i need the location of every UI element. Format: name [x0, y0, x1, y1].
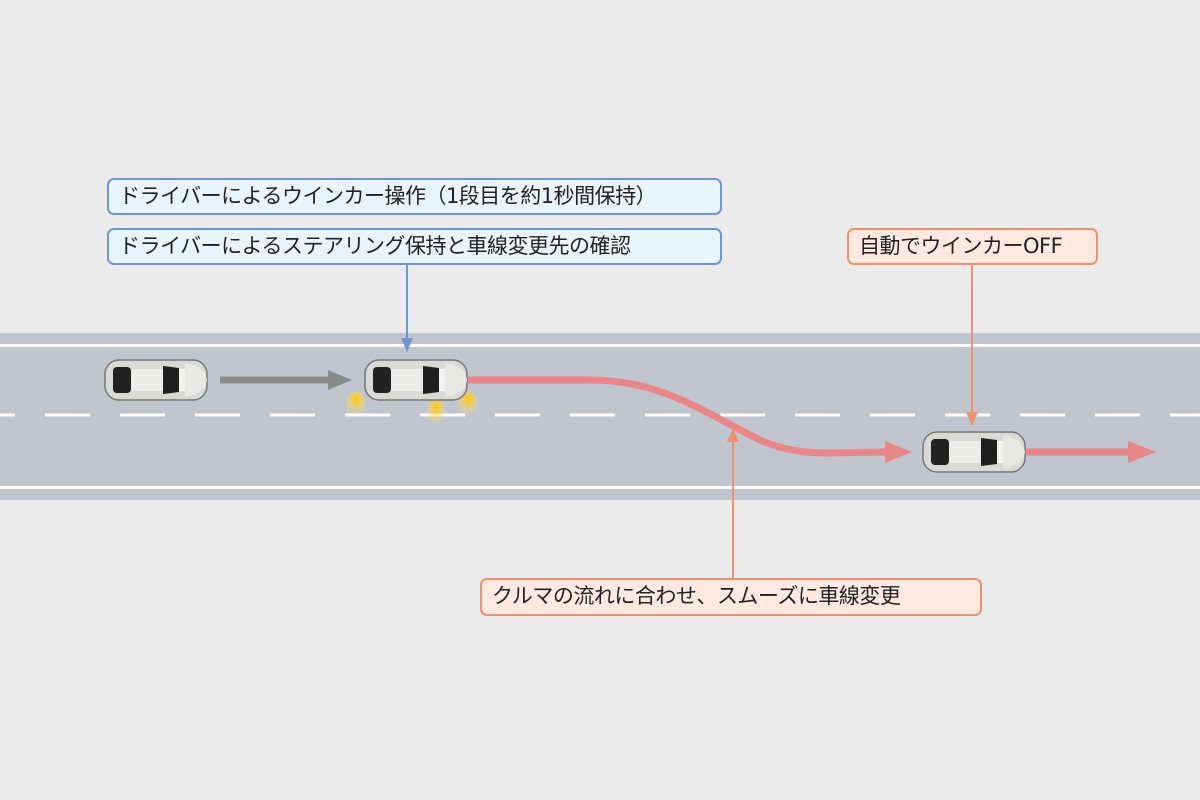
- callout-arrowhead-blue: [401, 338, 413, 352]
- label-auto-signal-off: 自動でウインカーOFF: [847, 228, 1098, 265]
- label-steering-check: ドライバーによるステアリング保持と車線変更先の確認: [107, 228, 722, 265]
- car-before: [104, 359, 208, 401]
- car-signaling: [346, 359, 478, 425]
- turn-signal-light-icon: [458, 392, 478, 416]
- car-after: [922, 431, 1026, 473]
- continue-path-arrowhead: [1128, 441, 1156, 463]
- road-edge-line-bottom: [0, 486, 1200, 489]
- callout-arrowhead-lane-change: [727, 428, 739, 442]
- lane-change-path: [467, 376, 891, 457]
- motion-arrow-head: [328, 370, 352, 390]
- label-turn-signal-operation: ドライバーによるウインカー操作（1段目を約1秒間保持）: [107, 178, 722, 215]
- label-smooth-lane-change: クルマの流れに合わせ、スムーズに車線変更: [480, 578, 982, 616]
- turn-signal-light-icon: [346, 392, 366, 416]
- turn-signal-light-icon: [427, 399, 445, 425]
- lane-change-path-arrowhead: [885, 441, 912, 463]
- road-edge-line-top: [0, 344, 1200, 347]
- callout-arrowhead-auto-off: [966, 412, 978, 426]
